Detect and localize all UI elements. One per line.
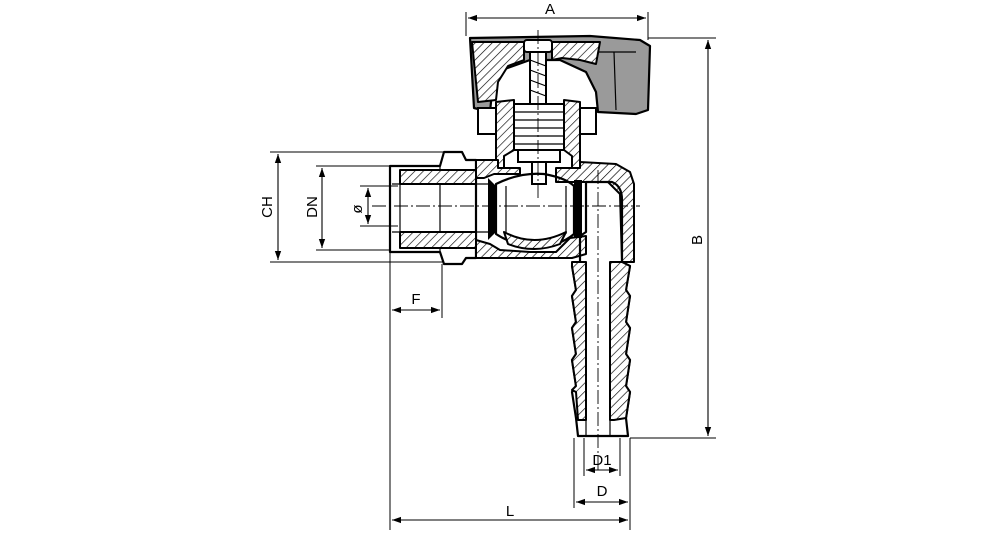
handle [468, 34, 652, 116]
label-D1: D1 [592, 452, 611, 469]
hose-barb [570, 180, 632, 438]
extension-lines [270, 12, 716, 530]
label-DN: DN [304, 196, 321, 218]
body-upper-wall [475, 159, 521, 179]
handle-hub-section-right [551, 41, 601, 65]
label-A: A [545, 1, 555, 18]
label-L: L [506, 503, 514, 520]
handle-hub-section [471, 41, 525, 103]
label-phi: ø [349, 204, 366, 213]
valve-body [388, 150, 635, 266]
label-B: B [689, 235, 706, 245]
dimension-lines [274, 14, 712, 524]
label-D: D [597, 483, 608, 500]
bonnet [477, 99, 597, 185]
label-F: F [411, 291, 420, 308]
label-CH: CH [259, 196, 276, 218]
dimension-labels: A B CH DN ø F L D1 D [259, 1, 706, 520]
bonnet-right-section [563, 99, 581, 169]
bonnet-left-section [495, 99, 515, 169]
